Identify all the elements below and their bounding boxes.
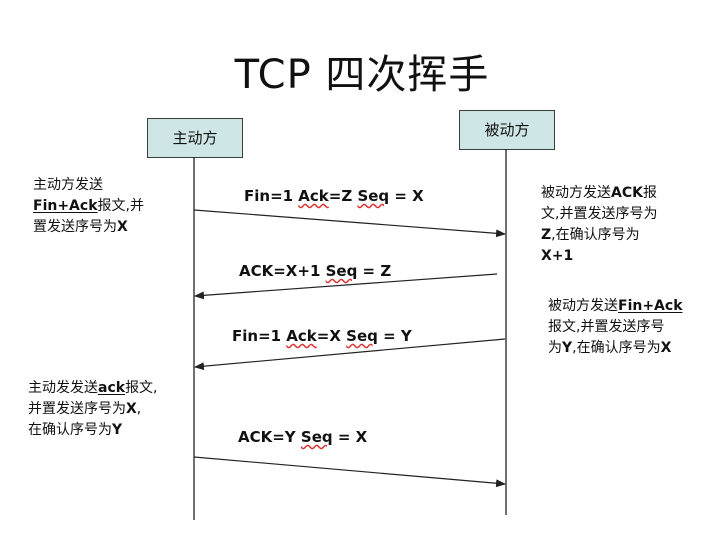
- message-ack-2: ACK=Y Seq = X: [238, 428, 368, 446]
- arrow-fin-1: [193, 209, 506, 238]
- diagram-title: TCP 四次挥手: [234, 52, 490, 98]
- arrow-fin-2: [194, 338, 506, 371]
- note-server-ack: 被动方发送ACK报 文,并置发送序号为 Z,在确认序号为 X+1: [541, 185, 658, 264]
- arrow-ack-2: [193, 456, 506, 488]
- message-fin-2: Fin=1 Ack=X Seq = Y: [232, 327, 412, 345]
- note-server-fin: 被动方发送Fin+Ack 报文,并置发送序号 为Y,在确认序号为X: [548, 298, 683, 356]
- message-fin-1: Fin=1 Ack=Z Seq = X: [244, 187, 424, 205]
- message-ack-1: ACK=X+1 Seq = Z: [239, 262, 392, 280]
- note-client-fin: 主动方发送 Fin+Ack报文,并 置发送序号为X: [33, 177, 144, 235]
- client-box: 主动方: [147, 118, 243, 158]
- arrow-ack-1: [194, 273, 498, 300]
- server-box: 被动方: [459, 110, 555, 150]
- note-client-ack: 主动发发送ack报文, 并置发送序号为X, 在确认序号为Y: [28, 380, 158, 438]
